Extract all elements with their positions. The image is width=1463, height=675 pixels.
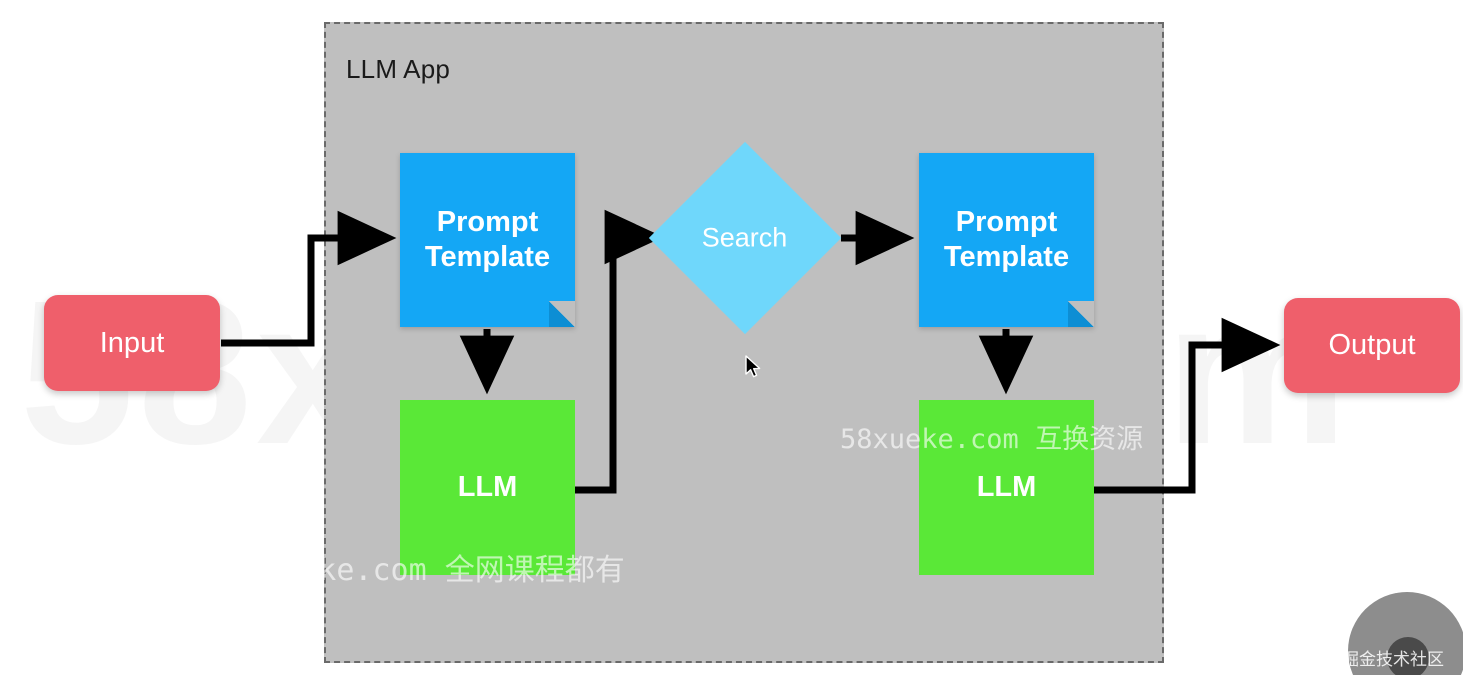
node-input-label: Input	[99, 326, 165, 359]
node-prompt-template-1[interactable]: Prompt Template	[400, 153, 575, 327]
node-output[interactable]: Output	[1284, 298, 1460, 393]
node-prompt-template-1-label-line1: Prompt	[436, 206, 539, 238]
node-llm-2-label: LLM	[976, 471, 1037, 503]
node-prompt-template-2-label-line2: Template	[943, 241, 1070, 273]
corner-silhouette-head	[1387, 637, 1429, 675]
edge-llm-2-to-output	[1094, 317, 1281, 494]
node-prompt-template-1-label-line2: Template	[424, 241, 551, 273]
llm-app-title: LLM App	[346, 54, 451, 84]
node-llm-2[interactable]: LLM	[919, 400, 1094, 575]
node-search-label: Search	[702, 222, 788, 253]
edge-llm-1-to-search	[575, 209, 664, 494]
folded-corner-icon	[549, 301, 575, 327]
node-llm-1-label: LLM	[457, 471, 518, 503]
node-input[interactable]: Input	[44, 295, 220, 391]
node-prompt-template-2[interactable]: Prompt Template	[919, 153, 1094, 327]
node-output-label: Output	[1328, 329, 1416, 361]
node-llm-1[interactable]: LLM	[400, 400, 575, 575]
node-prompt-template-2-label-line1: Prompt	[955, 206, 1058, 238]
edge-input-to-prompt-template-1	[221, 210, 397, 347]
folded-corner-icon	[1068, 301, 1094, 327]
